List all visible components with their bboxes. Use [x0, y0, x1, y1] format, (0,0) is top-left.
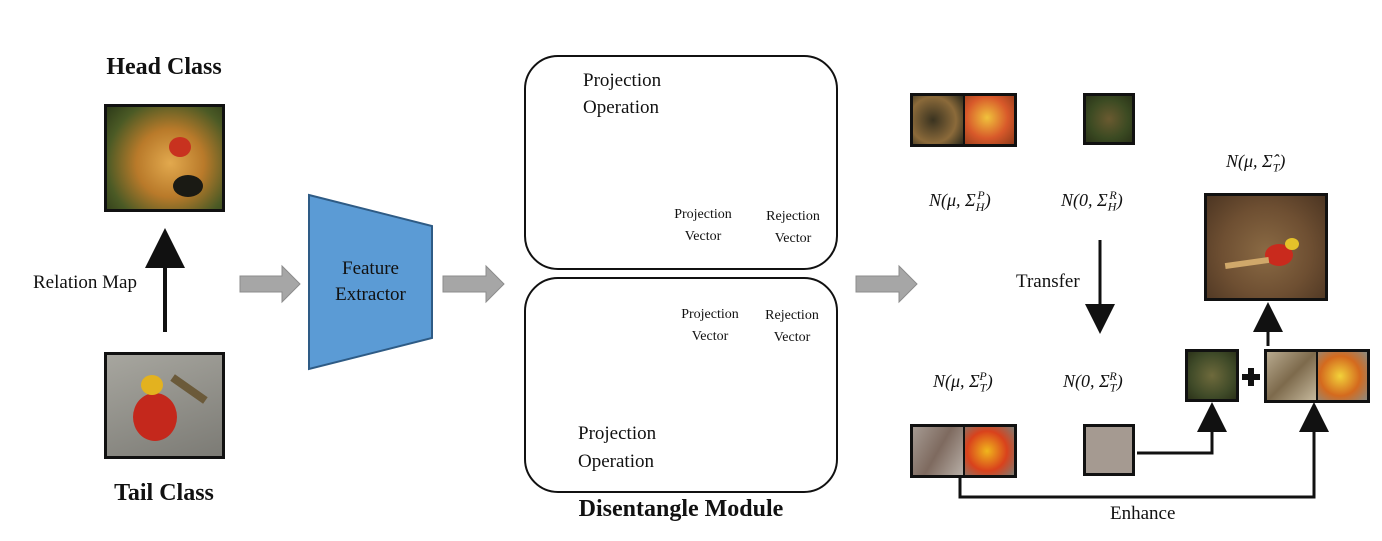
dist-prefix: N(0, Σ: [1063, 371, 1110, 391]
top-operation-label: Projection Operation: [583, 67, 661, 121]
disentangle-panel-bottom: [524, 277, 838, 493]
transferred-rejection-tile: [1185, 349, 1239, 402]
dist-prefix: N(μ, Σ: [929, 190, 976, 210]
feature-extractor-line2: Extractor: [335, 284, 406, 305]
dist-prefix: N(0, Σ: [1061, 190, 1108, 210]
gray-arrow-1: [239, 264, 301, 304]
top-projection-vector-line1: Projection: [674, 207, 732, 222]
enhanced-distribution: N(μ, Σ̂T): [1226, 151, 1285, 176]
dist-sub: T: [979, 380, 987, 395]
feature-extractor-line1: Feature: [342, 258, 399, 279]
enhance-line-projection: [958, 402, 1329, 499]
bottom-rejection-vector-line1: Rejection: [765, 308, 819, 323]
bottom-projection-vector-line2: Vector: [691, 329, 729, 344]
top-projection-vector-line2: Vector: [684, 229, 722, 244]
enhance-line-rejection: [1137, 402, 1227, 455]
tail-projection-distribution: N(μ, ΣTP): [933, 369, 993, 396]
dist-sub: T: [1272, 160, 1280, 175]
top-operation-line2: Operation: [583, 97, 659, 118]
bottom-projection-vector-label: Projection Vector: [668, 304, 752, 348]
disentangle-panel-top: [524, 55, 838, 270]
dist-sup: P: [979, 369, 987, 383]
dist-sup: P: [977, 188, 985, 202]
plus-icon: [1242, 368, 1260, 386]
bottom-operation-line2: Operation: [578, 451, 654, 472]
dist-sub: H: [975, 199, 985, 214]
bottom-projection-vector-line1: Projection: [681, 307, 739, 322]
enhance-label: Enhance: [1110, 503, 1176, 524]
transfer-label: Transfer: [1016, 271, 1080, 292]
head-rejection-tile: [1083, 93, 1135, 145]
dist-sup: R: [1109, 369, 1117, 383]
head-class-image: [104, 104, 225, 212]
bottom-operation-label: Projection Operation: [578, 420, 656, 476]
head-rejection-distribution: N(0, ΣHR): [1061, 188, 1123, 215]
gray-arrow-3: [855, 264, 918, 304]
feature-extractor-label: Feature Extractor: [309, 256, 432, 308]
dist-suffix: ): [986, 371, 993, 391]
tail-rejection-tile: [1083, 424, 1135, 476]
top-rejection-vector-line2: Vector: [774, 231, 812, 246]
head-projection-distribution: N(μ, ΣHP): [929, 188, 991, 215]
top-rejection-vector-line1: Rejection: [766, 209, 820, 224]
dist-sub: T: [1109, 380, 1117, 395]
tail-class-title: Tail Class: [114, 480, 214, 506]
disentangle-module-title: Disentangle Module: [578, 496, 784, 522]
tail-rejection-distribution: N(0, ΣTR): [1063, 369, 1123, 396]
dist-suffix: ): [1116, 371, 1123, 391]
top-rejection-vector-label: Rejection Vector: [754, 206, 832, 250]
gray-arrow-2: [442, 264, 505, 304]
dist-sub: H: [1107, 199, 1117, 214]
dist-sup: R: [1109, 188, 1117, 202]
top-projection-vector-label: Projection Vector: [661, 204, 745, 248]
dist-suffix: ): [1116, 190, 1123, 210]
tail-projection-tiles: [910, 424, 1017, 478]
relation-map-label: Relation Map: [33, 272, 137, 293]
dist-suffix: ): [984, 190, 991, 210]
dist-prefix: N(μ, Σ: [933, 371, 980, 391]
head-class-title: Head Class: [106, 54, 222, 80]
enhanced-sample-image: [1204, 193, 1328, 301]
top-operation-line1: Projection: [583, 70, 662, 91]
dist-prefix: N(μ, Σ̂: [1226, 151, 1273, 171]
dist-suffix: ): [1279, 151, 1286, 171]
tail-class-image: [104, 352, 225, 459]
bottom-operation-line1: Projection: [578, 423, 657, 444]
feature-extractor-shape: [308, 193, 433, 371]
bottom-rejection-vector-line2: Vector: [773, 330, 811, 345]
tail-projection-pair: [1264, 349, 1370, 403]
bottom-rejection-vector-label: Rejection Vector: [753, 305, 831, 349]
head-projection-tiles: [910, 93, 1017, 147]
